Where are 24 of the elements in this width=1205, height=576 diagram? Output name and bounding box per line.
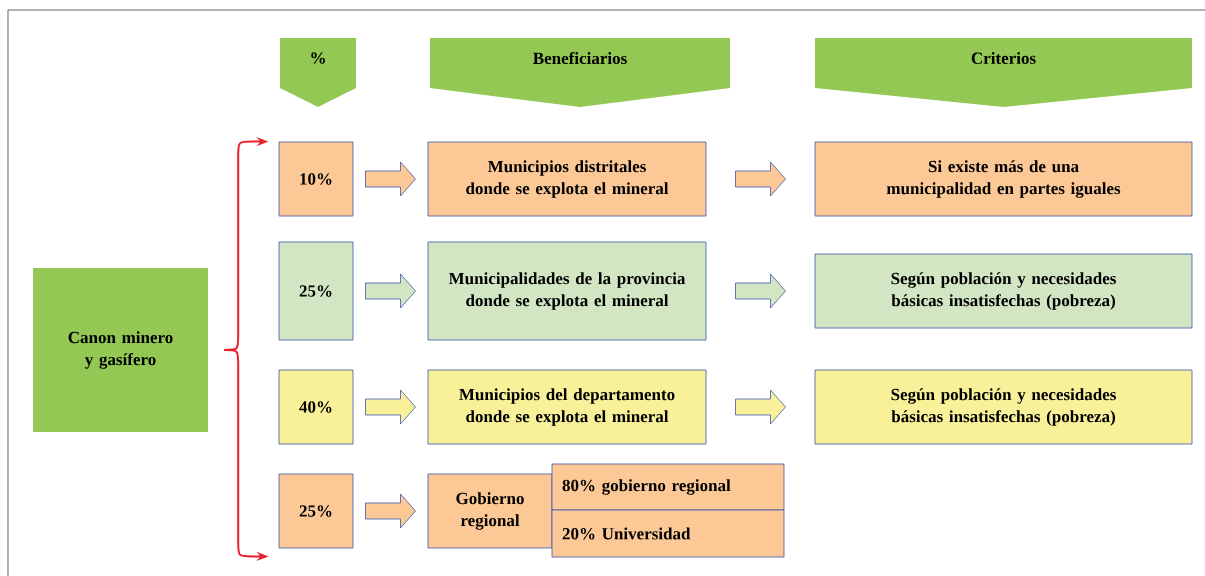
flow-box: Si existe más de una municipalidad en partes iguales — [814, 141, 1193, 217]
source-box: Canon minero y gasífero — [33, 268, 208, 432]
flow-box: Municipalidades de la provincia donde se explota el mineral — [427, 241, 707, 341]
block-arrow — [735, 273, 786, 309]
block-arrow — [365, 493, 416, 529]
block-arrow — [365, 273, 416, 309]
flow-box: Según población y necesidades básicas insatisfechas (pobreza) — [814, 369, 1193, 445]
flow-box: 25% — [278, 241, 354, 341]
column-header: % — [280, 38, 356, 107]
flow-box: 25% — [278, 473, 354, 549]
flow-box: Municipios del departamento donde se explota el mineral — [427, 369, 707, 445]
block-arrow — [735, 161, 786, 197]
block-arrow — [735, 389, 786, 425]
split-box: 20% Universidad — [551, 509, 785, 558]
block-arrow — [365, 161, 416, 197]
block-arrow — [365, 389, 416, 425]
column-header: Beneficiarios — [430, 38, 730, 107]
split-box: 80% gobierno regional — [551, 463, 785, 511]
flow-box: Según población y necesidades básicas insatisfechas (pobreza) — [814, 253, 1193, 329]
flow-box: Gobierno regional — [427, 473, 553, 549]
flow-box: 10% — [278, 141, 354, 217]
column-header: Criterios — [815, 38, 1192, 107]
flow-box: Municipios distritales donde se explota el mineral — [427, 141, 707, 217]
flow-box: 40% — [278, 369, 354, 445]
